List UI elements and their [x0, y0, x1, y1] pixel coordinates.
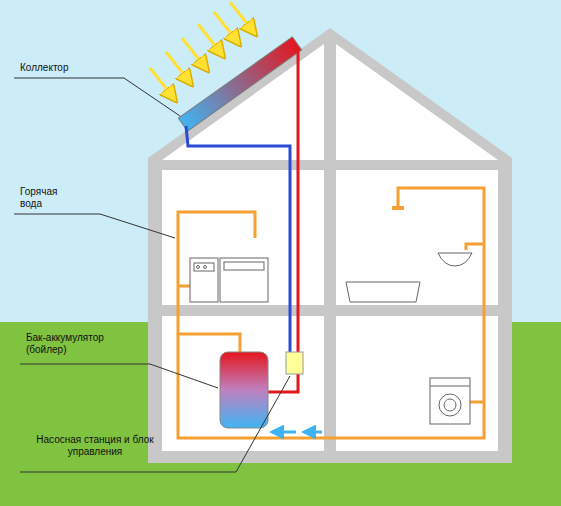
- pump-station: [286, 352, 303, 374]
- solar-collector: [178, 37, 301, 131]
- callout-label: Бак-аккумулятор (бойлер): [26, 332, 136, 356]
- attic: [336, 44, 498, 160]
- leader-line: [14, 78, 290, 472]
- room: [336, 316, 498, 451]
- shower-head: [392, 206, 404, 210]
- washing-machine: [430, 378, 470, 424]
- room: [162, 170, 324, 305]
- bathroom-fixtures: [346, 253, 472, 302]
- storage-tank: [220, 352, 268, 428]
- hot-water-pipe: [178, 188, 484, 438]
- room: [162, 316, 324, 451]
- room: [336, 170, 498, 305]
- kitchen-appliances: [190, 258, 268, 302]
- house-wall: [148, 28, 512, 463]
- hot-loop-pipe: [268, 50, 298, 392]
- cold-loop-pipe: [186, 126, 290, 354]
- callout-label: Насосная станция и блок управления: [30, 434, 160, 458]
- callout-label: Коллектор: [20, 62, 110, 74]
- callout-label: Горячая вода: [20, 186, 80, 210]
- cold-water-arrows: [272, 431, 322, 434]
